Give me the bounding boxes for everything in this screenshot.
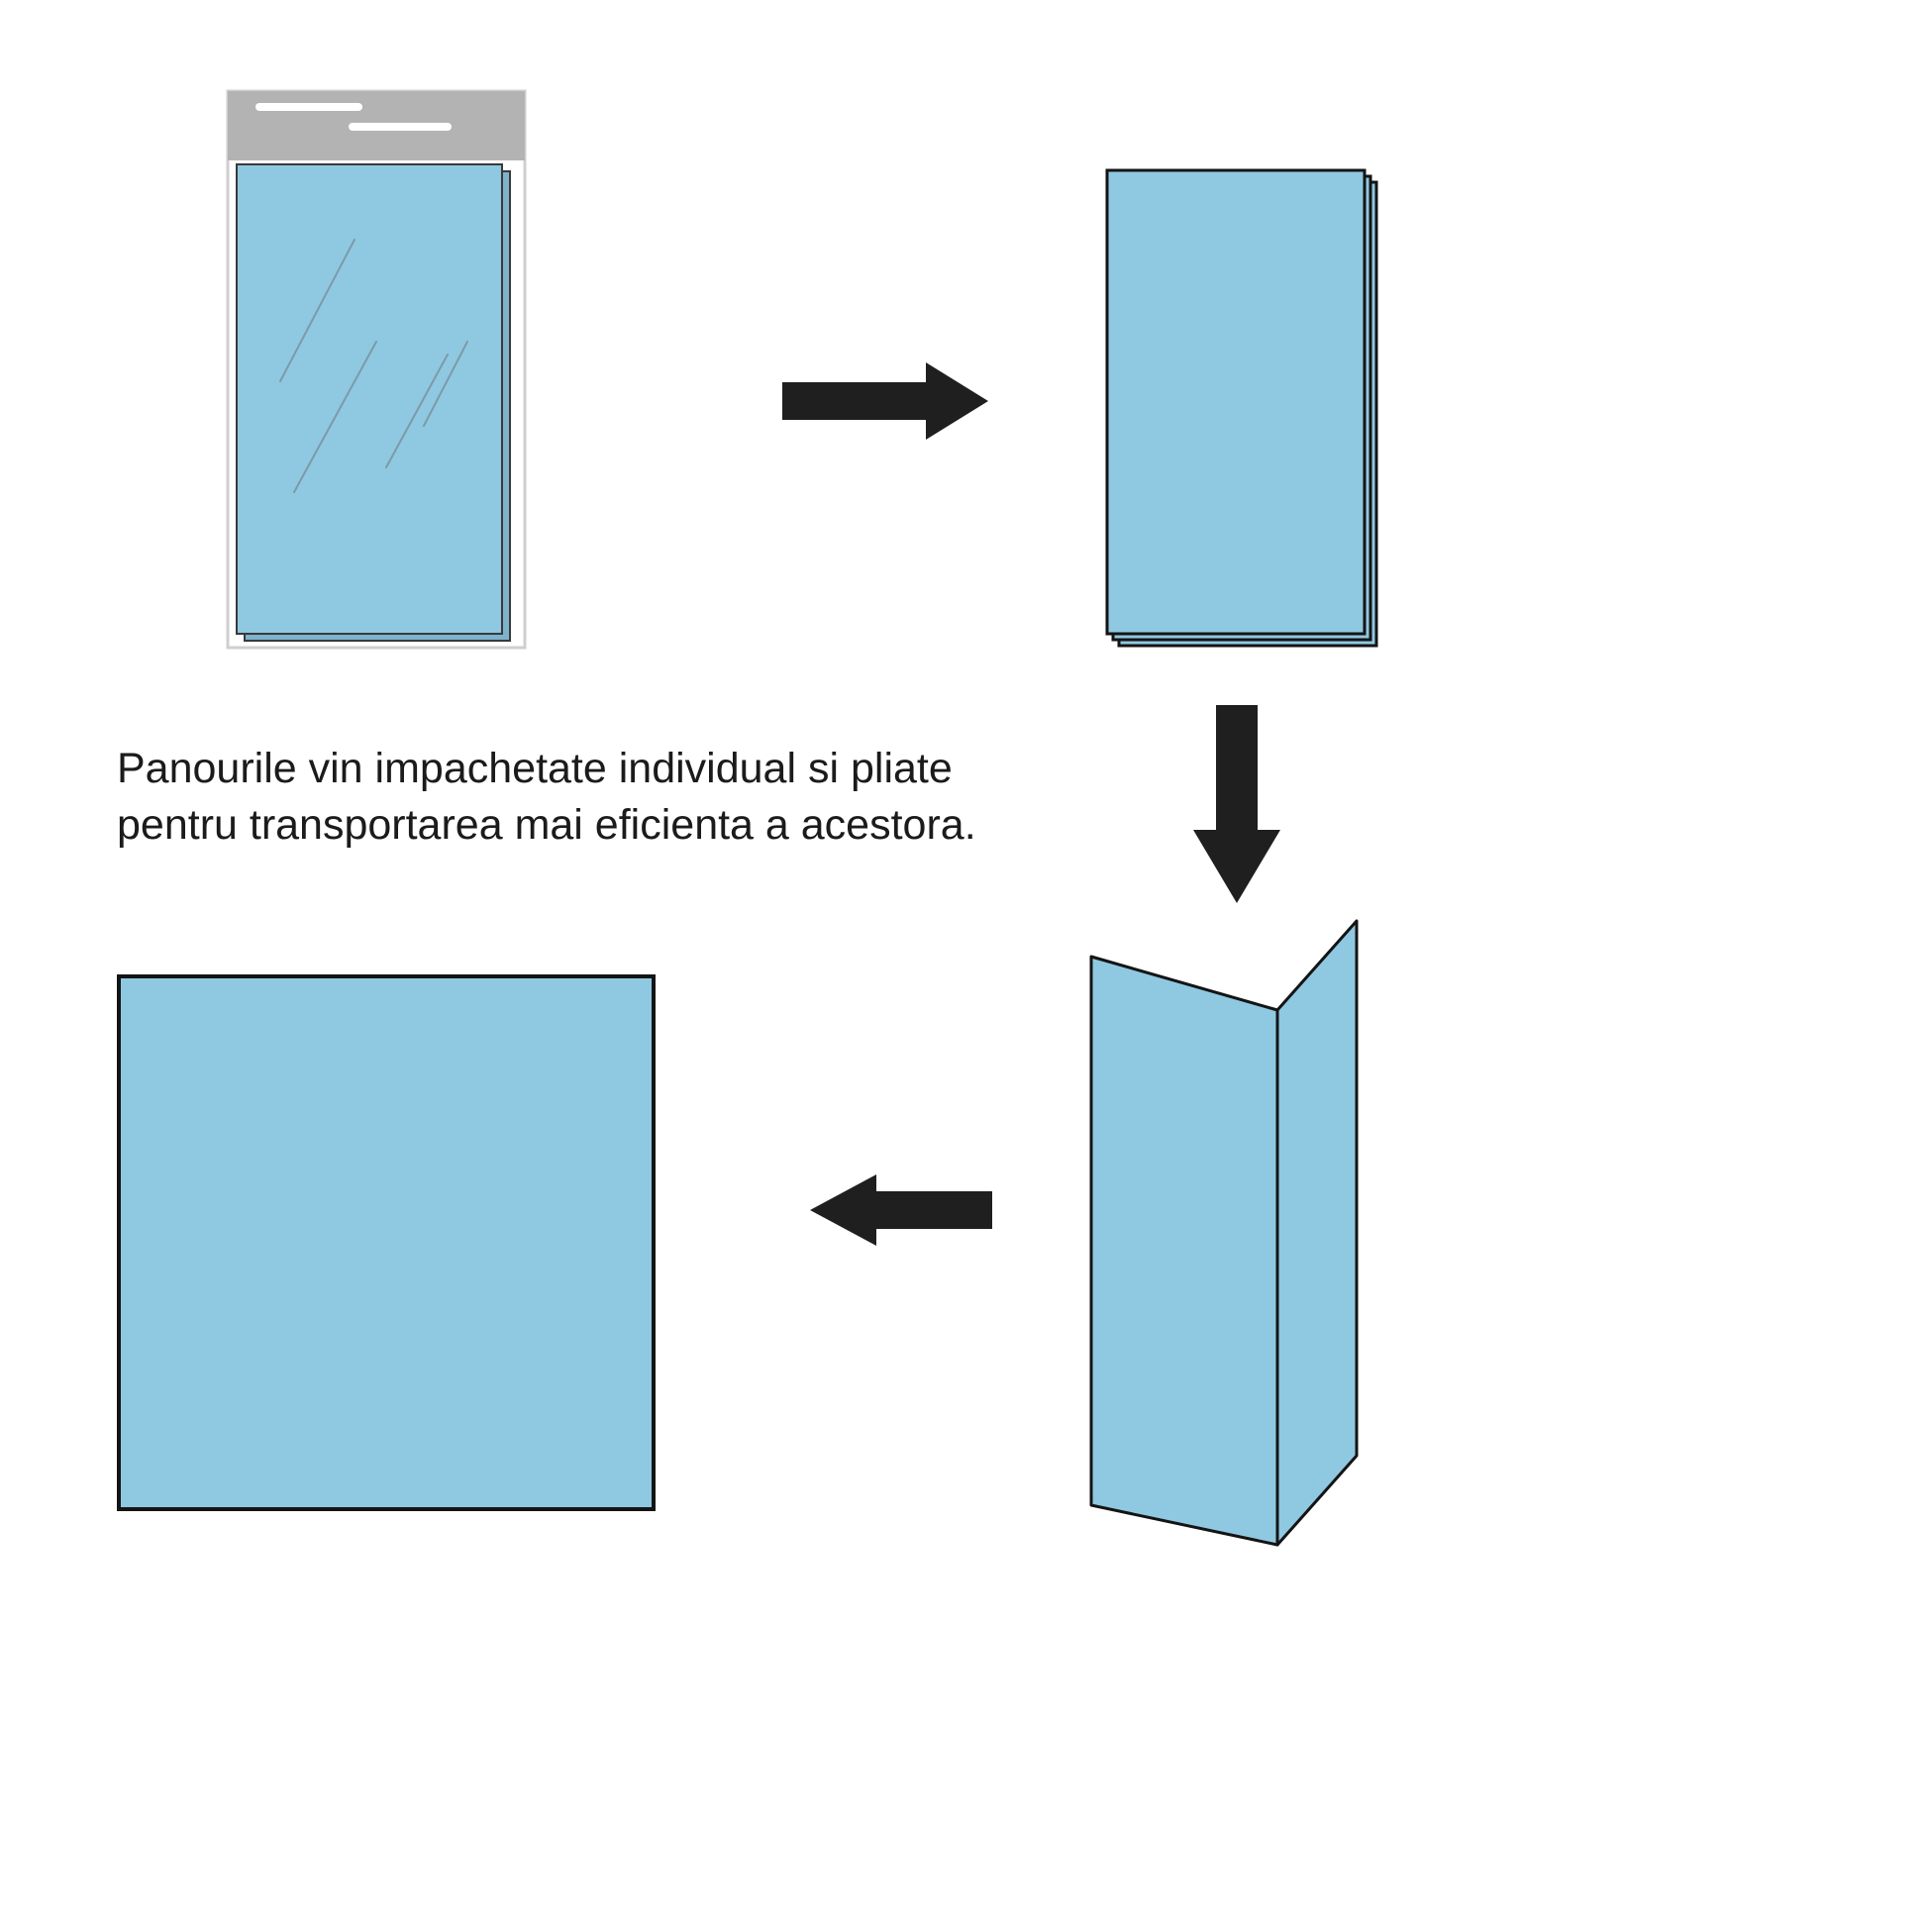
folded-leaf-front (1105, 168, 1367, 636)
unfolded-panel-face (117, 974, 656, 1511)
gloss-line-icon (423, 341, 468, 427)
gloss-line-icon (279, 239, 355, 382)
arrow-left-icon (810, 1174, 992, 1246)
gloss-line-icon (293, 341, 377, 493)
unfolding-face-left (1089, 955, 1279, 1547)
arrow-right-icon (782, 362, 988, 440)
package-label-line-1 (255, 103, 362, 111)
gloss-line-icon (385, 354, 449, 468)
folded-panel (1105, 168, 1378, 648)
unfolding-panel (1089, 919, 1359, 1547)
unfolding-face-right (1275, 919, 1359, 1547)
unfolded-panel (117, 974, 656, 1511)
caption: Panourile vin impachetate individual si … (117, 741, 976, 854)
panel-in-package (236, 163, 503, 635)
arrow-down-icon (1193, 705, 1280, 903)
package-label-line-2 (349, 123, 452, 131)
packaged-panel (226, 89, 527, 650)
caption-line-1: Panourile vin impachetate individual si … (117, 745, 953, 792)
caption-line-2: pentru transportarea mai eficienta a ace… (117, 800, 976, 849)
